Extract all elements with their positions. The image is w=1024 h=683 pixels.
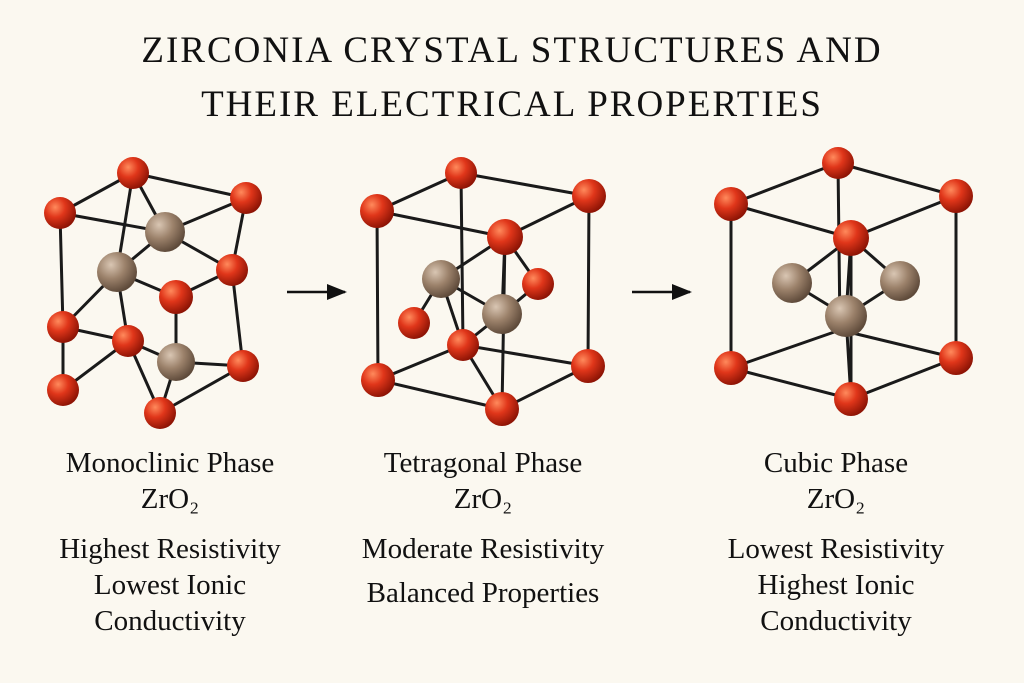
phase-property: Lowest Resistivity — [727, 533, 945, 565]
oxygen-atom — [822, 147, 854, 179]
oxygen-atom — [571, 349, 605, 383]
oxygen-atom — [47, 311, 79, 343]
phase-property: Balanced Properties — [366, 577, 600, 609]
phase-property: Conductivity — [94, 605, 246, 637]
title-line-1: ZIRCONIA CRYSTAL STRUCTURES AND — [141, 30, 883, 71]
zirconium-atom — [422, 260, 460, 298]
oxygen-atom — [522, 268, 554, 300]
oxygen-atom — [361, 363, 395, 397]
oxygen-atom — [117, 157, 149, 189]
oxygen-atom — [485, 392, 519, 426]
title-line-2: THEIR ELECTRICAL PROPERTIES — [201, 84, 823, 125]
oxygen-atom — [398, 307, 430, 339]
phase-property: Lowest Ionic — [93, 569, 247, 601]
phase-property: Highest Resistivity — [59, 533, 281, 565]
zirconium-atom — [825, 295, 867, 337]
oxygen-atom — [144, 397, 176, 429]
phase-property: Highest Ionic — [757, 569, 915, 601]
oxygen-atom — [714, 187, 748, 221]
tetragonal-label: Tetragonal Phase ZrO₂ Moderate Resistivi… — [333, 445, 633, 611]
phase-formula: ZrO₂ — [806, 483, 866, 515]
phase-property: Conductivity — [760, 605, 912, 637]
phase-property: Moderate Resistivity — [361, 533, 605, 565]
oxygen-atom — [360, 194, 394, 228]
oxygen-atom — [939, 341, 973, 375]
phase-name: Cubic Phase — [763, 447, 909, 479]
monoclinic-structure — [44, 157, 262, 429]
zirconium-atom — [145, 212, 185, 252]
oxygen-atom — [159, 280, 193, 314]
phase-formula: ZrO₂ — [140, 483, 200, 515]
oxygen-atom — [487, 219, 523, 255]
oxygen-atom — [216, 254, 248, 286]
phase-name: Monoclinic Phase — [65, 447, 275, 479]
oxygen-atom — [834, 382, 868, 416]
tetragonal-structure — [360, 157, 606, 426]
oxygen-atom — [714, 351, 748, 385]
zirconium-atom — [772, 263, 812, 303]
oxygen-atom — [44, 197, 76, 229]
zirconium-atom — [97, 252, 137, 292]
zirconium-atom — [157, 343, 195, 381]
cubic-structure — [714, 147, 973, 416]
oxygen-atom — [112, 325, 144, 357]
monoclinic-label: Monoclinic Phase ZrO₂ Highest Resistivit… — [20, 445, 320, 639]
zirconium-atom — [482, 294, 522, 334]
tetragonal-bonds — [375, 171, 591, 411]
cubic-label: Cubic Phase ZrO₂ Lowest Resistivity High… — [686, 445, 986, 639]
cubic-bonds — [729, 161, 958, 401]
oxygen-atom — [833, 220, 869, 256]
monoclinic-bonds — [58, 171, 248, 415]
oxygen-atom — [445, 157, 477, 189]
oxygen-atom — [447, 329, 479, 361]
phase-name: Tetragonal Phase — [383, 447, 583, 479]
zirconium-atom — [880, 261, 920, 301]
oxygen-atom — [572, 179, 606, 213]
oxygen-atom — [939, 179, 973, 213]
oxygen-atom — [47, 374, 79, 406]
oxygen-atom — [227, 350, 259, 382]
oxygen-atom — [230, 182, 262, 214]
phase-formula: ZrO₂ — [453, 483, 513, 515]
